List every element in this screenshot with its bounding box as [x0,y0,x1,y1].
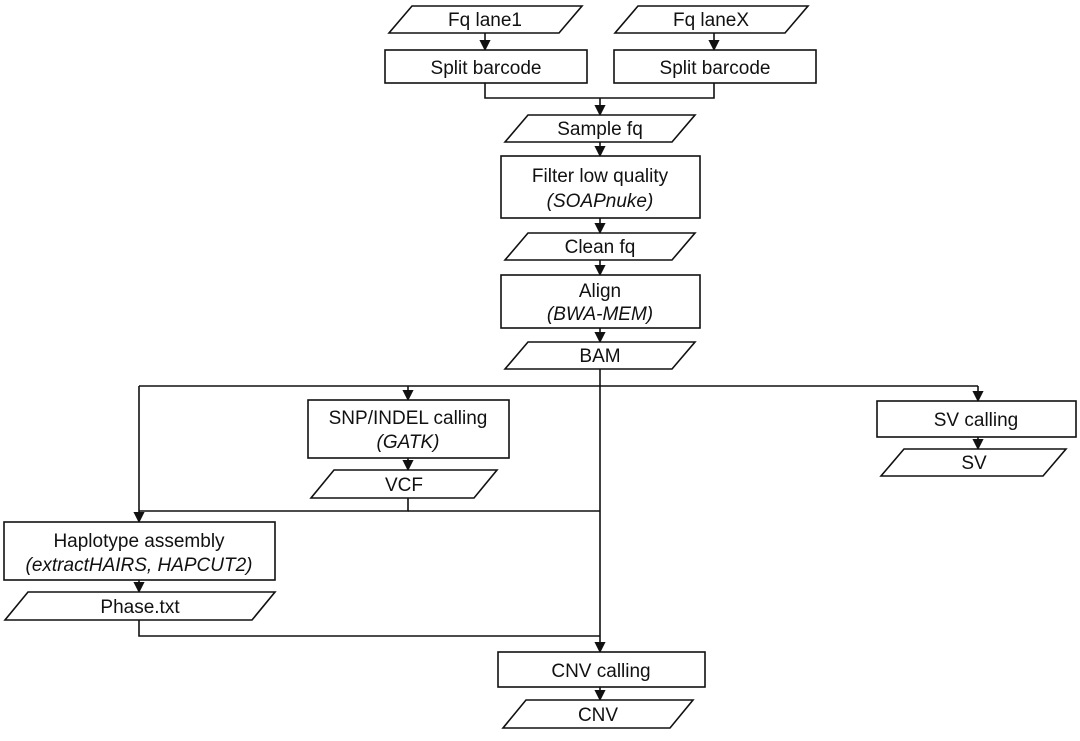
edge-phase-to-cnv [138,620,600,637]
node-phase: Phase.txt [3,591,277,621]
node-snp-calling-tool: (GATK) [377,432,440,453]
node-snp-calling: SNP/INDEL calling (GATK) [307,399,510,459]
node-haplotype: Haplotype assembly (extractHAIRS, HAPCUT… [3,521,276,581]
node-split-barcode-x: Split barcode [613,49,817,84]
node-cnv-label: CNV [578,705,618,726]
node-filter: Filter low quality (SOAPnuke) [500,155,701,219]
node-sample-fq-label: Sample fq [557,119,643,140]
node-fq-lane1-label: Fq lane1 [448,10,522,31]
node-fq-lane1: Fq lane1 [387,5,584,34]
node-haplotype-label: Haplotype assembly [53,531,225,552]
node-vcf-label: VCF [385,475,423,496]
node-sv: SV [879,448,1068,477]
node-align-label: Align [579,281,621,302]
node-filter-label: Filter low quality [532,166,669,187]
node-fq-lanex-label: Fq laneX [673,10,749,31]
node-clean-fq-label: Clean fq [565,237,636,258]
node-sv-calling-label: SV calling [934,410,1019,431]
node-sv-label: SV [961,453,987,474]
node-cnv: CNV [501,699,695,729]
node-cnv-calling-label: CNV calling [551,661,650,682]
node-clean-fq: Clean fq [503,232,697,261]
edges [133,33,984,702]
node-bam: BAM [503,341,697,370]
edge-vcf-to-haplotype [139,498,409,512]
node-snp-calling-label: SNP/INDEL calling [329,408,488,429]
node-phase-label: Phase.txt [100,597,180,618]
node-align-tool: (BWA-MEM) [547,304,653,325]
node-bam-label: BAM [579,346,620,367]
node-cnv-calling: CNV calling [497,651,706,688]
node-split-barcode-1: Split barcode [384,49,588,84]
node-haplotype-tool: (extractHAIRS, HAPCUT2) [26,555,253,576]
node-vcf: VCF [309,469,499,499]
node-sv-calling: SV calling [876,400,1077,438]
node-filter-tool: (SOAPnuke) [547,191,654,212]
node-align: Align (BWA-MEM) [500,274,701,329]
node-split-barcode-x-label: Split barcode [660,58,771,79]
node-sample-fq: Sample fq [503,114,697,143]
node-split-barcode-1-label: Split barcode [431,58,542,79]
node-fq-lanex: Fq laneX [613,5,810,34]
edge-split-merge [484,83,715,99]
